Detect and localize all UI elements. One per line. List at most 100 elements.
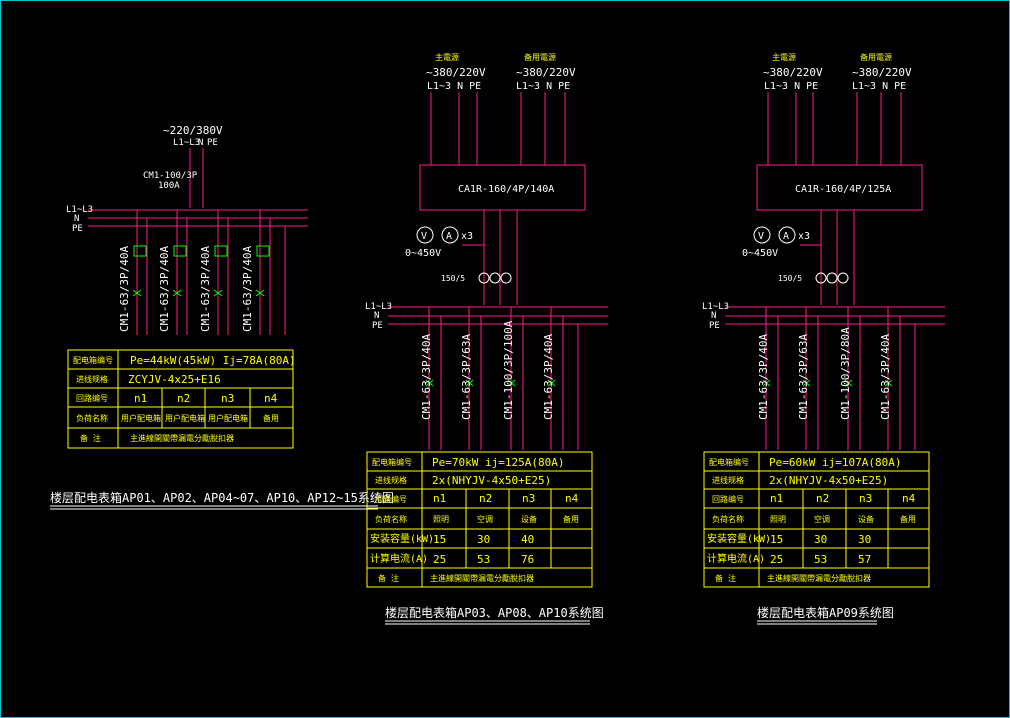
p2-main-supply: 主電源	[435, 52, 459, 62]
p2-load-4: 备用	[563, 514, 579, 524]
p2-breaker-2: CM1-63/3P/63A	[460, 334, 473, 420]
p3-current-2: 53	[814, 553, 827, 566]
p2-backup-voltage: ~380/220V	[516, 66, 576, 79]
p3-circuit-4: n4	[902, 492, 916, 505]
p1-r2-label: 进线规格	[76, 374, 108, 384]
p3-r2-value: 2x(NHYJV-4x50+E25)	[769, 474, 888, 487]
tables-grid	[67, 349, 930, 588]
p3-backup-phases: L1~3 N PE	[852, 81, 906, 92]
p2-load-2: 空调	[477, 514, 493, 524]
p3-r3-label: 回路编号	[712, 494, 744, 504]
p2-current-1: 25	[433, 553, 446, 566]
p2-meter-x: x3	[461, 231, 473, 242]
p3-power-1: 15	[770, 533, 783, 546]
p2-breaker-1: CM1-63/3P/40A	[420, 334, 433, 420]
p2-meter-v: V	[421, 231, 427, 242]
p1-circuit-4: n4	[264, 392, 278, 405]
p3-circuit-1: n1	[770, 492, 783, 505]
p3-bus-pe: PE	[709, 321, 720, 331]
p1-circuit-3: n3	[221, 392, 234, 405]
p2-meter-range: 0~450V	[405, 248, 441, 259]
p2-power-2: 30	[477, 533, 490, 546]
p2-bus-l: L1~L3	[365, 302, 392, 312]
panel1-wiring	[88, 148, 308, 335]
meters	[416, 226, 849, 284]
p2-current-2: 53	[477, 553, 490, 566]
p2-meter-a: A	[446, 231, 452, 242]
p3-power-2: 30	[814, 533, 827, 546]
p1-r1-label: 配电箱编号	[73, 355, 113, 365]
p3-main-voltage: ~380/220V	[763, 66, 823, 79]
p1-pe: PE	[207, 138, 218, 148]
p2-main-voltage: ~380/220V	[426, 66, 486, 79]
p3-r5-label: 安装容量(kW)	[707, 532, 771, 545]
p2-r7-value: 主進線開關帶漏電分勵脫扣器	[430, 573, 534, 583]
p1-r3-label: 回路编号	[76, 393, 108, 403]
p3-backup-voltage: ~380/220V	[852, 66, 912, 79]
p3-r6-label: 计算电流(A)	[707, 552, 765, 565]
p2-r6-label: 计算电流(A)	[370, 552, 428, 565]
p1-n: N	[198, 138, 203, 148]
p1-bus-n: N	[74, 214, 79, 224]
panel3-wiring	[725, 92, 945, 450]
breaker-marks	[132, 245, 893, 387]
p1-load-4: 备用	[263, 413, 279, 423]
p2-r3-label: 回路编号	[375, 494, 407, 504]
p3-bus-l: L1~L3	[702, 302, 729, 312]
p3-meter-v: V	[758, 231, 764, 242]
p2-current-3: 76	[521, 553, 534, 566]
p3-r1-value: Pe=60kW ij=107A(80A)	[769, 456, 901, 469]
p3-current-3: 57	[858, 553, 871, 566]
p2-circuit-1: n1	[433, 492, 446, 505]
p2-power-3: 40	[521, 533, 534, 546]
p1-breaker-3: CM1-63/3P/40A	[199, 246, 212, 332]
p1-phases: L1~L3	[173, 138, 200, 148]
p2-r7-label: 备 注	[378, 573, 399, 583]
p1-breaker-1: CM1-63/3P/40A	[118, 246, 131, 332]
p3-ct: 150/5	[778, 274, 802, 283]
p3-main-phases: L1~3 N PE	[764, 81, 818, 92]
p2-bus-n: N	[374, 311, 379, 321]
p2-breaker-4: CM1-63/3P/40A	[542, 334, 555, 420]
p3-breaker-1: CM1-63/3P/40A	[757, 334, 770, 420]
p3-load-1: 照明	[770, 515, 786, 524]
p1-supply: ~220/380V	[163, 124, 223, 137]
p3-r4-label: 负荷名称	[712, 514, 744, 524]
p1-r5-label: 备 注	[80, 433, 101, 443]
p2-breaker-3: CM1-100/3P/100A	[502, 320, 515, 420]
p1-r2-value: ZCYJV-4x25+E16	[128, 373, 221, 386]
p2-circuit-4: n4	[565, 492, 579, 505]
p1-r4-label: 负荷名称	[76, 413, 108, 423]
p3-meter-range: 0~450V	[742, 248, 778, 259]
p1-bus-pe: PE	[72, 224, 83, 234]
p3-breaker-4: CM1-63/3P/40A	[879, 334, 892, 420]
p2-main-phases: L1~3 N PE	[427, 81, 481, 92]
p3-breaker-3: CM1-100/3P/80A	[839, 327, 852, 420]
p2-power-1: 15	[433, 533, 446, 546]
p1-breaker-2: CM1-63/3P/40A	[158, 246, 171, 332]
caption-underlines	[50, 505, 877, 625]
p1-circuit-2: n2	[177, 392, 190, 405]
p3-main-supply: 主電源	[772, 52, 796, 62]
p3-meter-x: x3	[798, 231, 810, 242]
p1-caption: 楼层配电表箱AP01、AP02、AP04~07、AP10、AP12~15系统图	[50, 490, 394, 505]
p3-circuit-2: n2	[816, 492, 829, 505]
p3-current-1: 25	[770, 553, 783, 566]
p1-bus-l: L1~L3	[66, 205, 93, 215]
p3-r7-label: 备 注	[715, 573, 736, 583]
p1-r5-value: 主進線開關帶漏電分勵脫扣器	[130, 433, 234, 443]
p2-circuit-3: n3	[522, 492, 535, 505]
p1-load-1: 用户配电箱	[121, 413, 161, 423]
p3-r2-label: 进线规格	[712, 475, 744, 485]
p1-breaker-4: CM1-63/3P/40A	[241, 246, 254, 332]
p2-circuit-2: n2	[479, 492, 492, 505]
p2-r2-label: 进线规格	[375, 475, 407, 485]
p2-backup-phases: L1~3 N PE	[516, 81, 570, 92]
p1-load-3: 用户配电箱	[208, 413, 248, 423]
p3-power-3: 30	[858, 533, 871, 546]
p2-r4-label: 负荷名称	[375, 514, 407, 524]
p3-circuit-3: n3	[859, 492, 872, 505]
p2-ct: 150/5	[441, 274, 465, 283]
p3-load-4: 备用	[900, 514, 916, 524]
